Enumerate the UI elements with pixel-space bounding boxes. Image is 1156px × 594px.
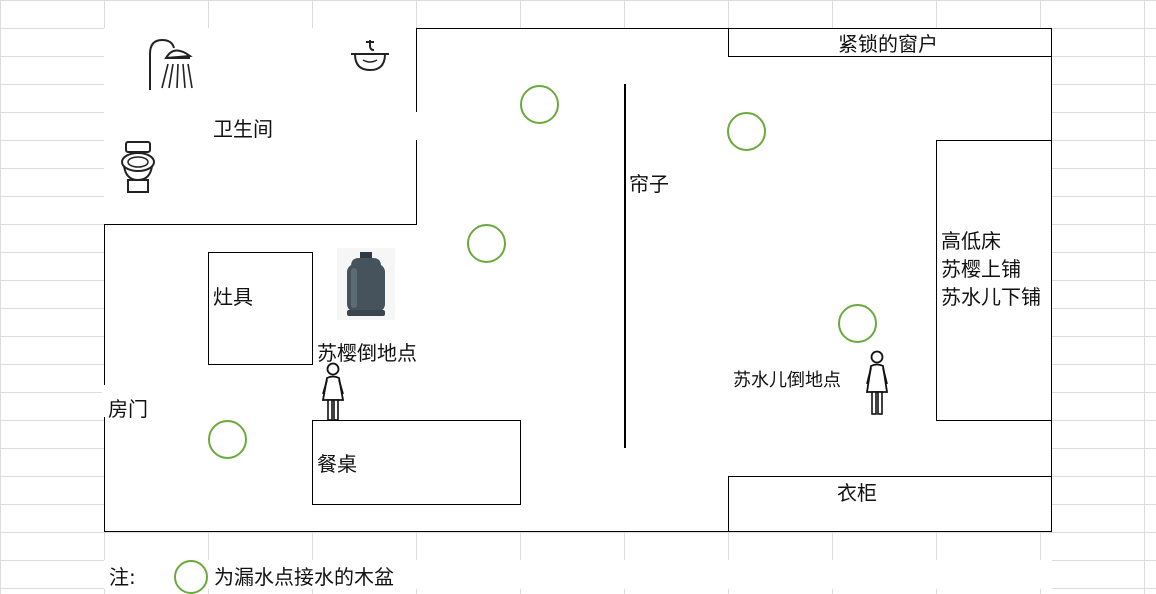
su-ying-fall-point-label: 苏樱倒地点 [317, 341, 417, 365]
door-label: 房门 [108, 397, 148, 421]
legend-description: 为漏水点接水的木盆 [214, 565, 394, 589]
wardrobe-box [728, 476, 1052, 532]
wardrobe-label: 衣柜 [837, 481, 877, 505]
dining-table-box [312, 420, 521, 505]
dining-table-label: 餐桌 [317, 452, 357, 476]
window-box [728, 28, 1052, 57]
leak-basin [208, 420, 247, 459]
bunk-bed-label: 高低床 [941, 229, 1001, 253]
window-label: 紧锁的窗户 [838, 32, 938, 56]
room-doorway [102, 385, 108, 417]
bunk-bed-upper-label: 苏樱上铺 [941, 257, 1021, 281]
bunk-bed-box [936, 140, 1052, 421]
person-icon [321, 362, 345, 421]
toilet-icon [121, 141, 155, 193]
legend-area [104, 560, 1052, 589]
curtain-label: 帘子 [629, 172, 669, 196]
shower-icon [149, 38, 193, 90]
sink-icon [351, 40, 389, 72]
leak-basin [727, 112, 766, 151]
leak-basin [467, 224, 506, 263]
stove-label: 灶具 [213, 285, 253, 309]
gas-cylinder-icon [337, 248, 395, 320]
bunk-bed-lower-label: 苏水儿下铺 [941, 285, 1041, 309]
su-shuier-fall-point-label: 苏水儿倒地点 [733, 370, 841, 391]
legend-prefix: 注: [109, 565, 136, 589]
stove-box [208, 252, 313, 365]
bathroom-doorway [414, 112, 420, 140]
leak-basin [838, 304, 877, 343]
bathroom-label: 卫生间 [213, 117, 273, 141]
curtain-line [624, 84, 626, 448]
person-icon [865, 350, 889, 415]
leak-basin [520, 85, 559, 124]
